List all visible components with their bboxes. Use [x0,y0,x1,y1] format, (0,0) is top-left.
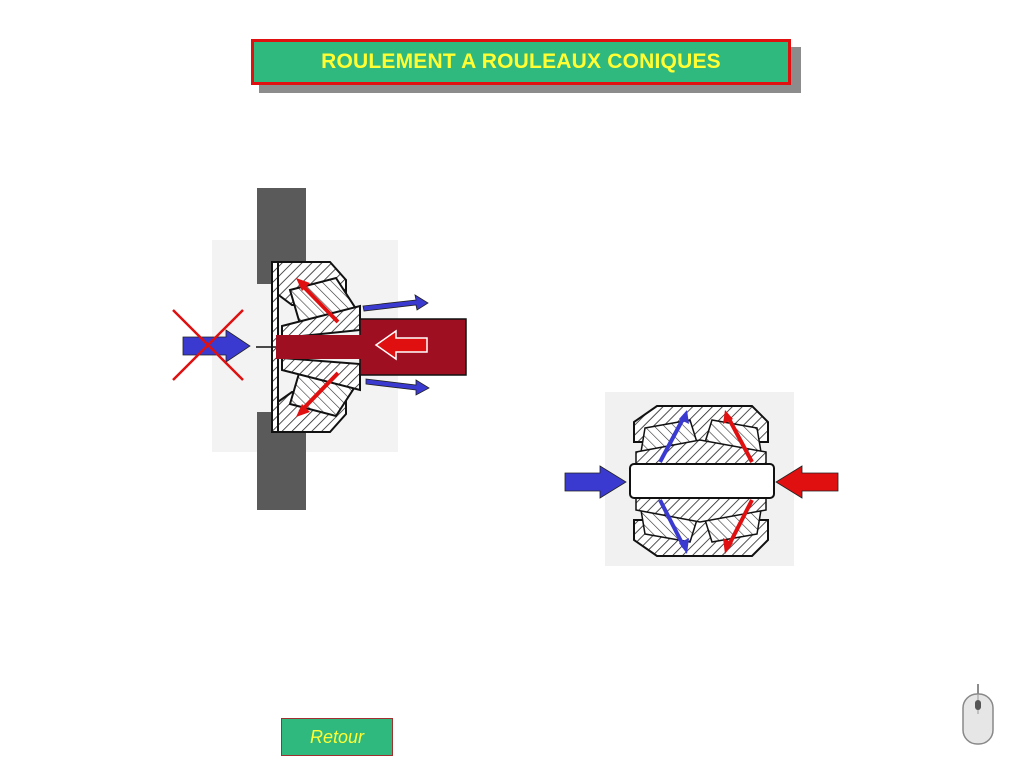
red-arrow-axial-load [374,329,428,361]
mounted-bearing-diagram [172,188,467,510]
cross-line-2 [172,309,244,381]
blue-arrow-top [362,294,429,312]
retour-label: Retour [309,726,365,747]
blue-arrow-axial-left [564,465,627,499]
red-arrow-roller-top [298,281,340,324]
retour-button[interactable]: Retour [281,718,393,756]
bearing-cross-section-diagram [564,392,839,566]
page-title: ROULEMENT A ROULEAUX CONIQUES [321,50,721,73]
bore [629,463,775,499]
shaft-body [276,335,366,359]
red-arrow-diag-bottom [726,499,754,548]
red-arrow-roller-bottom [298,371,340,414]
red-arrow-diag-top [726,416,754,463]
title-banner: ROULEMENT A ROULEAUX CONIQUES [251,39,791,85]
blue-arrow-diag-bottom [658,499,686,548]
blue-arrow-diag-top [658,416,686,463]
mouse-icon[interactable] [960,682,996,746]
red-arrow-axial-right [775,465,839,499]
blue-arrow-bottom [365,378,430,396]
